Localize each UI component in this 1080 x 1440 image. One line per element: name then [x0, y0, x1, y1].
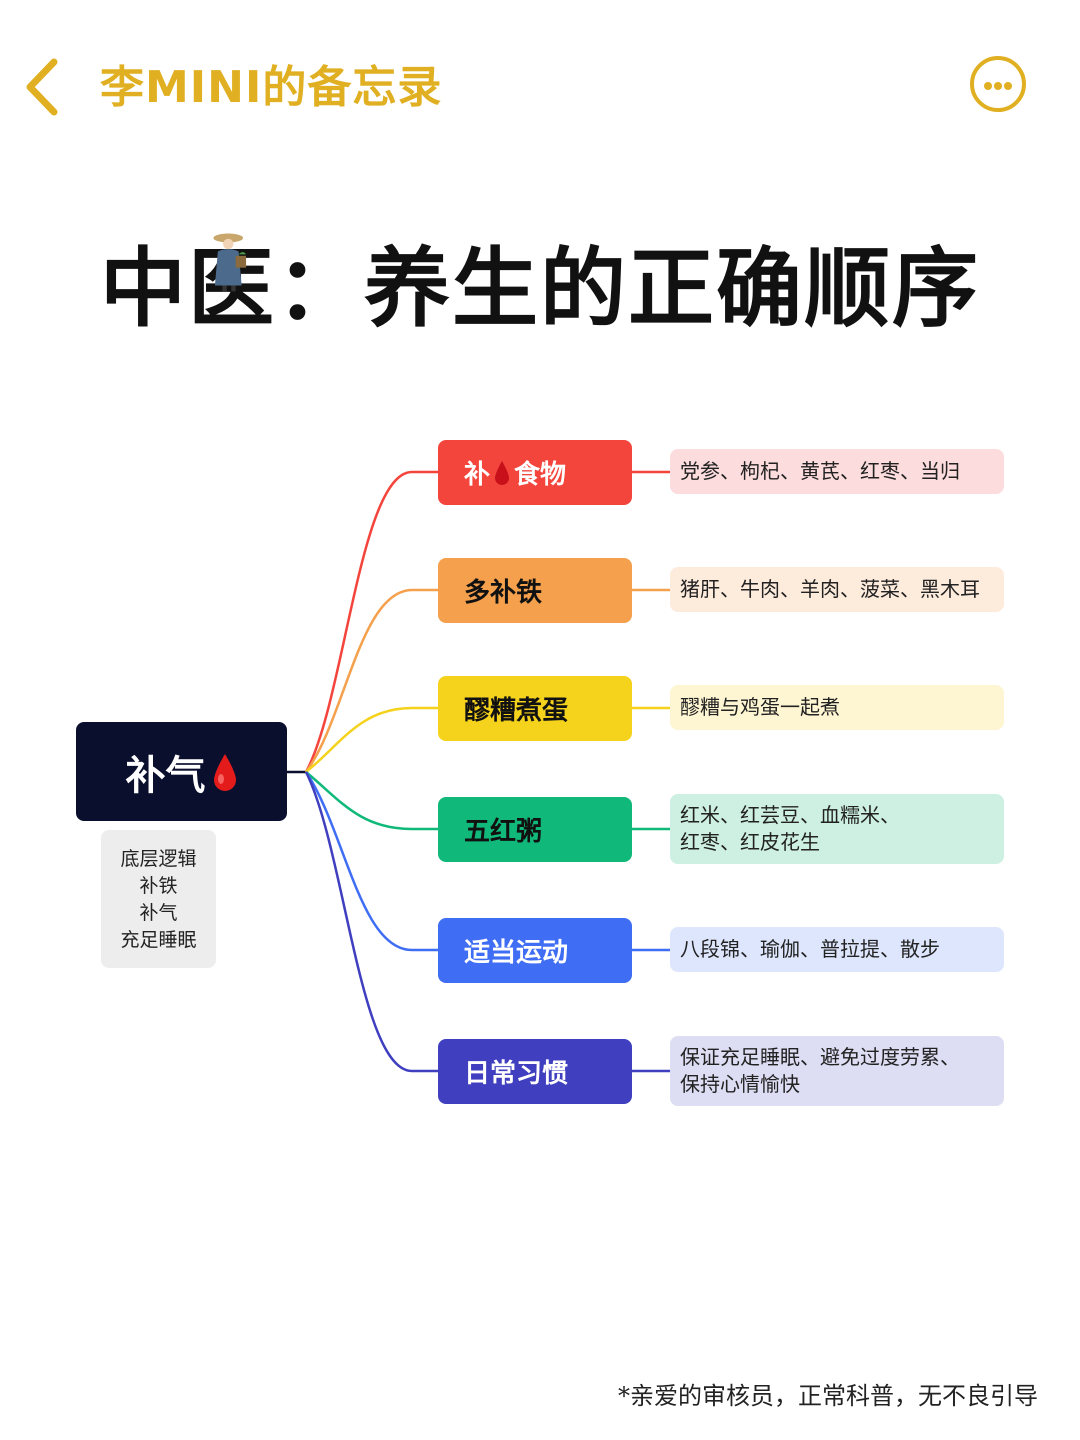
root-note: 底层逻辑 补铁 补气 充足睡眠	[101, 830, 216, 968]
leaf-text: 党参、枸杞、黄芪、红枣、当归	[680, 459, 960, 483]
chevron-left-icon	[26, 58, 58, 116]
branch-label-part1: 补	[464, 460, 491, 490]
main-title-rest: ：养生的正确顺序	[276, 238, 980, 339]
root-note-line: 充足睡眠	[120, 929, 197, 951]
root-label: 补气	[125, 752, 206, 799]
main-title-row: 中医 ：养生的正确顺序	[0, 225, 1080, 339]
app-title: 李MINI的备忘录	[100, 62, 443, 113]
leaf-text: 猪肝、牛肉、羊肉、菠菜、黑木耳	[680, 577, 980, 601]
branch-label: 多补铁	[464, 578, 543, 608]
root-note-line: 底层逻辑	[120, 848, 197, 870]
branch-node-2[interactable]: 多补铁	[438, 558, 632, 623]
header-bar: 李MINI的备忘录	[0, 0, 1080, 170]
leaf-node-6[interactable]: 保证充足睡眠、避免过度劳累、 保持心情愉快	[670, 1036, 1004, 1106]
branch-node-1[interactable]: 补 食物	[438, 440, 632, 505]
branch-label-part2: 食物	[514, 460, 567, 490]
leaf-node-2[interactable]: 猪肝、牛肉、羊肉、菠菜、黑木耳	[670, 567, 1004, 612]
leaf-text: 八段锦、瑜伽、普拉提、散步	[680, 937, 940, 961]
back-button[interactable]	[16, 52, 76, 122]
leaf-text: 醪糟与鸡蛋一起煮	[680, 695, 840, 719]
root-node[interactable]: 补气	[76, 722, 287, 821]
more-dots-icon	[984, 82, 992, 90]
main-title: 中医 ：养生的正确顺序	[100, 218, 980, 343]
branch-label: 适当运动	[464, 938, 569, 968]
leaf-node-5[interactable]: 八段锦、瑜伽、普拉提、散步	[670, 927, 1004, 972]
branch-label: 五红粥	[464, 817, 543, 847]
leaf-text: 红米、红芸豆、血糯米、 红枣、红皮花生	[680, 803, 900, 854]
branch-node-3[interactable]: 醪糟煮蛋	[438, 676, 632, 741]
root-note-line: 补气	[139, 902, 178, 924]
main-title-char-1: 中	[100, 238, 188, 339]
branch-label: 日常习惯	[464, 1059, 569, 1089]
more-dot	[1004, 82, 1012, 90]
branch-label: 醪糟煮蛋	[464, 696, 569, 726]
leaf-text: 保证充足睡眠、避免过度劳累、 保持心情愉快	[680, 1045, 960, 1096]
blood-drop-icon	[213, 753, 236, 791]
branch-node-6[interactable]: 日常习惯	[438, 1039, 632, 1104]
more-dot	[994, 82, 1002, 90]
leaf-node-1[interactable]: 党参、枸杞、黄芪、红枣、当归	[670, 449, 1004, 494]
root-note-line: 补铁	[139, 875, 178, 897]
branch-node-5[interactable]: 适当运动	[438, 918, 632, 983]
leaf-node-3[interactable]: 醪糟与鸡蛋一起煮	[670, 685, 1004, 730]
doctor-figure-icon	[213, 233, 247, 291]
leaf-node-4[interactable]: 红米、红芸豆、血糯米、 红枣、红皮花生	[670, 794, 1004, 864]
main-title-char-2: 医	[188, 218, 276, 343]
blood-drop-icon	[495, 460, 510, 485]
more-button[interactable]	[970, 56, 1026, 112]
branch-node-4[interactable]: 五红粥	[438, 797, 632, 862]
disclaimer-text: *亲爱的审核员，正常科普，无不良引导	[618, 1382, 1038, 1410]
